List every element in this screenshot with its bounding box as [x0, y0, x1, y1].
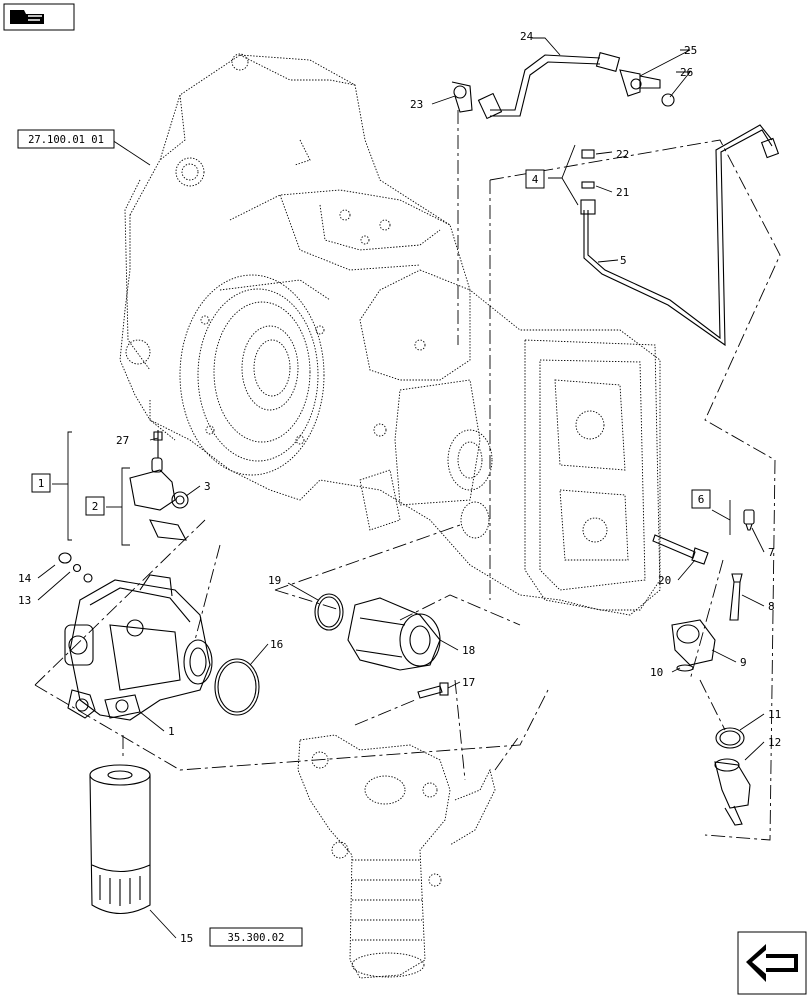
- callout-14: 14: [18, 572, 32, 585]
- callout-16: 16: [270, 638, 283, 651]
- callout-1: 1: [168, 725, 175, 738]
- oil-filter[interactable]: [89, 764, 151, 914]
- callout-17: 17: [462, 676, 475, 689]
- callout-box-2[interactable]: 2: [85, 496, 105, 516]
- callout-24: 24: [520, 30, 534, 43]
- filter-housing[interactable]: [297, 734, 496, 979]
- next-page-arrow-icon[interactable]: [737, 931, 807, 995]
- callout-25: 25: [684, 44, 697, 57]
- callout-10: 10: [650, 666, 663, 679]
- callout-11: 11: [768, 708, 781, 721]
- fitting-7[interactable]: [743, 509, 755, 531]
- callout-5: 5: [620, 254, 627, 267]
- callout-15: 15: [180, 932, 193, 945]
- svg-text:4: 4: [532, 173, 539, 186]
- callout-3: 3: [204, 480, 211, 493]
- callout-22: 22: [616, 148, 629, 161]
- callout-12: 12: [768, 736, 781, 749]
- callout-20: 20: [658, 574, 671, 587]
- guide-lines: [34, 110, 781, 841]
- callout-19: 19: [268, 574, 281, 587]
- o-ring-16[interactable]: [214, 658, 260, 716]
- callout-box-4[interactable]: 4: [525, 169, 545, 189]
- o-ring-19[interactable]: [314, 593, 344, 631]
- callout-box-1[interactable]: 1: [31, 473, 51, 493]
- callout-8: 8: [768, 600, 775, 613]
- hydraulic-pump[interactable]: [58, 552, 213, 721]
- callout-18: 18: [462, 644, 475, 657]
- callout-27: 27: [116, 434, 129, 447]
- callout-21: 21: [616, 186, 629, 199]
- leader-lines: [37, 37, 765, 939]
- callout-box-6[interactable]: 6: [691, 489, 711, 509]
- screw-17[interactable]: [417, 682, 449, 699]
- callout-9: 9: [740, 656, 747, 669]
- gear-pump-18[interactable]: [347, 597, 441, 671]
- callout-23: 23: [410, 98, 423, 111]
- svg-text:27.100.01 01: 27.100.01 01: [28, 134, 104, 146]
- ref-box-oil-filter[interactable]: 35.300.02: [209, 927, 303, 947]
- callout-26: 26: [680, 66, 693, 79]
- svg-text:6: 6: [698, 493, 705, 506]
- hose-12[interactable]: [714, 758, 751, 826]
- book-view-icon[interactable]: [3, 3, 75, 31]
- elbow-9[interactable]: [671, 619, 716, 666]
- svg-text:35.300.02: 35.300.02: [228, 932, 285, 944]
- svg-text:1: 1: [38, 477, 45, 490]
- ref-box-transmission[interactable]: 27.100.01 01: [17, 129, 115, 149]
- clip-10[interactable]: [676, 664, 694, 672]
- transmission-housing[interactable]: [119, 53, 661, 616]
- control-valve[interactable]: [129, 430, 189, 541]
- clamp-11[interactable]: [715, 727, 745, 749]
- pipe-assembly[interactable]: [451, 51, 780, 347]
- svg-text:2: 2: [92, 500, 99, 513]
- bolt-20[interactable]: [652, 534, 709, 565]
- bolt-8[interactable]: [729, 573, 743, 621]
- callout-13: 13: [18, 594, 31, 607]
- callout-7: 7: [768, 546, 775, 559]
- callout-numbers: 24 25 26 23 22 21 5 27 3 7 14 13 19 20 8…: [18, 30, 781, 945]
